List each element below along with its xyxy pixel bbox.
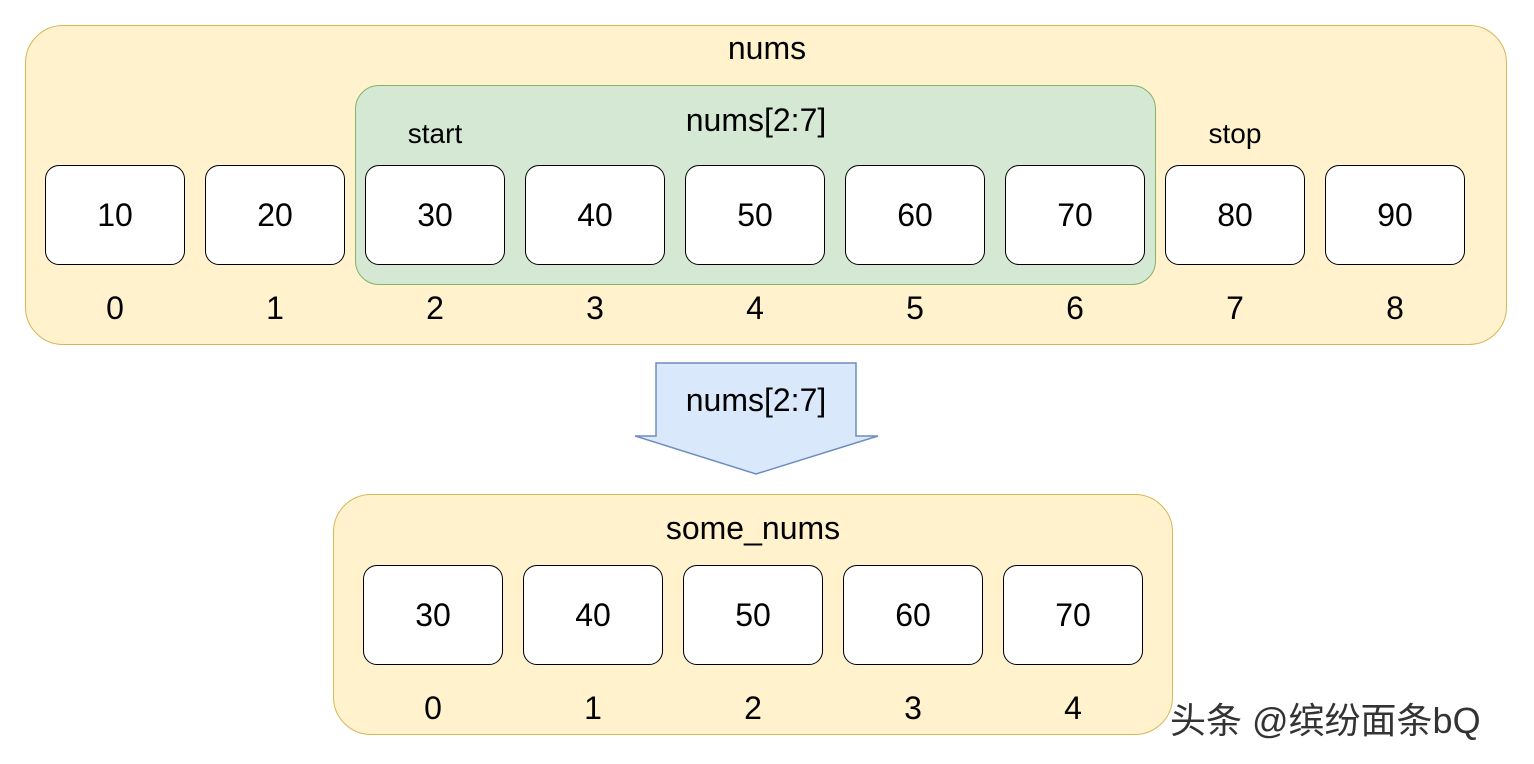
nums-index: 0 — [106, 290, 124, 326]
slice-label: nums[2:7] — [685, 102, 827, 138]
start-label: start — [407, 118, 463, 149]
watermark: 头条 @缤纷面条bQ — [1170, 700, 1481, 741]
some-nums-cell: 30 — [363, 565, 503, 665]
some-nums-index: 4 — [1064, 690, 1082, 726]
some-nums-index: 3 — [904, 690, 922, 726]
some-nums-index: 2 — [744, 690, 762, 726]
nums-title: nums — [727, 30, 807, 66]
nums-index: 1 — [266, 290, 284, 326]
nums-cell: 40 — [525, 165, 665, 265]
nums-cell: 60 — [845, 165, 985, 265]
some-nums-title: some_nums — [665, 510, 841, 546]
nums-cell: 90 — [1325, 165, 1465, 265]
nums-index: 3 — [586, 290, 604, 326]
nums-cell: 50 — [685, 165, 825, 265]
nums-cell: 70 — [1005, 165, 1145, 265]
nums-index: 8 — [1386, 290, 1404, 326]
nums-cell: 10 — [45, 165, 185, 265]
nums-cell: 20 — [205, 165, 345, 265]
some-nums-cell: 70 — [1003, 565, 1143, 665]
some-nums-cell: 60 — [843, 565, 983, 665]
nums-index: 4 — [746, 290, 764, 326]
nums-index: 7 — [1226, 290, 1244, 326]
stop-label: stop — [1208, 118, 1262, 149]
down-arrow-icon — [634, 362, 879, 475]
some-nums-index: 0 — [424, 690, 442, 726]
nums-cell: 30 — [365, 165, 505, 265]
nums-cell: 80 — [1165, 165, 1305, 265]
nums-index: 2 — [426, 290, 444, 326]
nums-index: 5 — [906, 290, 924, 326]
nums-index: 6 — [1066, 290, 1084, 326]
some-nums-cell: 40 — [523, 565, 663, 665]
some-nums-cell: 50 — [683, 565, 823, 665]
arrow-label: nums[2:7] — [685, 382, 827, 418]
some-nums-index: 1 — [584, 690, 602, 726]
